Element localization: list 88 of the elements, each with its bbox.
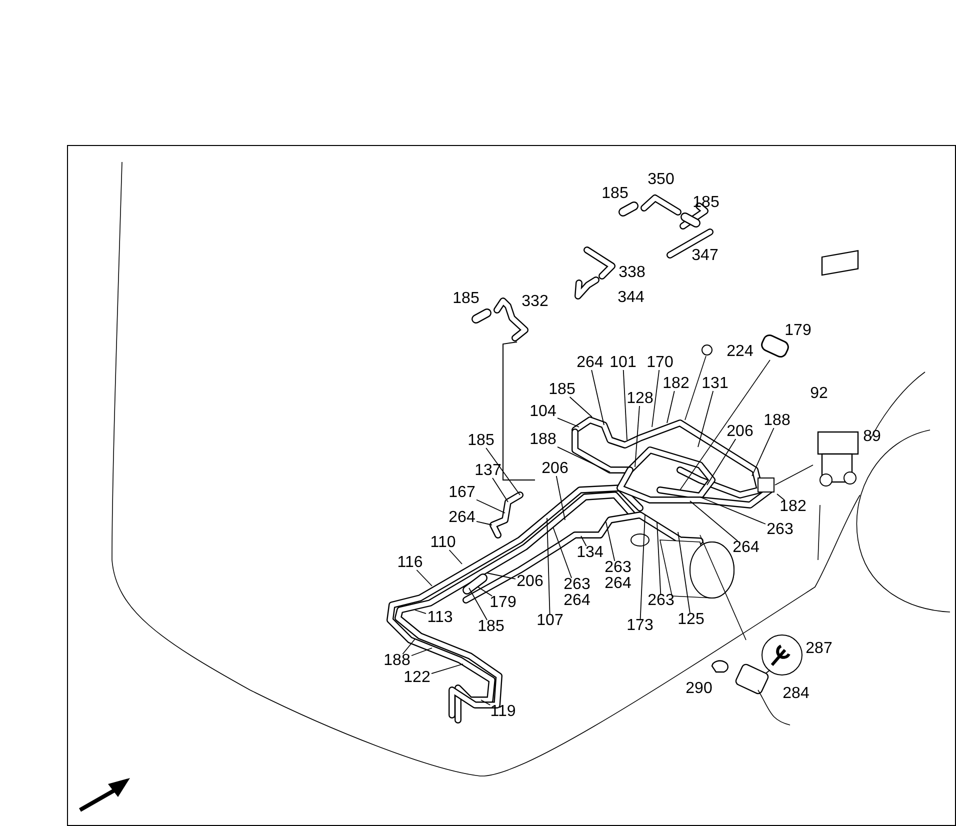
callout-number: 119 [490, 704, 516, 720]
callout-number: 107 [536, 613, 564, 629]
callout-number: 264 [576, 355, 604, 371]
leader-line [552, 526, 572, 578]
leader-line [652, 370, 660, 428]
leader-line [486, 448, 520, 496]
callout-number: 284 [782, 686, 810, 702]
callout-number: 188 [764, 413, 790, 429]
leader-line [556, 476, 566, 520]
callout-number: 101 [610, 355, 636, 371]
callout-number: 182 [780, 499, 806, 515]
leader-line [634, 406, 640, 468]
callout-number: 263 [766, 522, 794, 538]
callout-number: 344 [618, 290, 644, 306]
callout-number: 167 [448, 485, 476, 501]
callout-number: 185 [452, 291, 480, 307]
leader-line [606, 522, 616, 562]
callout-number: 206 [516, 574, 544, 590]
callout-number: 264 [732, 540, 760, 556]
callout-number: 206 [726, 424, 754, 440]
callout-number: 290 [686, 681, 712, 697]
callout-number: 338 [618, 265, 646, 281]
callout-number: 179 [490, 595, 516, 611]
callout-number: 264 [604, 576, 632, 592]
callout-number: 206 [542, 461, 568, 477]
callout-number: 332 [522, 294, 548, 310]
callout-number: 128 [626, 391, 654, 407]
callout-number: 185 [478, 619, 504, 635]
leader-line [476, 499, 506, 514]
callout-number: 134 [576, 545, 604, 561]
callout-number: 264 [448, 510, 476, 526]
callout-number: 263 [604, 560, 632, 576]
callout-number: 185 [602, 186, 628, 202]
leader-line [557, 418, 580, 428]
leader-line [666, 390, 675, 424]
callout-number: 173 [626, 618, 654, 634]
leader-line [416, 570, 432, 586]
callout-number: 185 [468, 433, 494, 449]
leader-line [492, 478, 508, 502]
callout-number: 287 [806, 641, 832, 657]
leader-line [402, 638, 416, 654]
callout-number: 263 [648, 593, 674, 609]
leader-line [698, 390, 714, 448]
callout-number: 185 [692, 195, 720, 211]
callout-number: 137 [474, 463, 502, 479]
callout-number: 347 [692, 248, 718, 264]
leader-line [622, 370, 628, 440]
leader-line [411, 648, 432, 656]
callout-number: 89 [863, 429, 881, 445]
callout-number: 131 [702, 376, 728, 392]
leader-line [478, 586, 493, 596]
leader-line [706, 438, 736, 486]
leader-line [557, 446, 610, 472]
leader-line [431, 664, 464, 674]
leader-line [690, 500, 738, 542]
callout-number: 185 [548, 382, 576, 398]
callout-number: 104 [530, 404, 556, 420]
leader-line [468, 588, 488, 620]
leader-line [414, 610, 426, 614]
callout-number: 92 [810, 386, 828, 402]
leader-line [752, 428, 774, 476]
callout-number: 125 [678, 612, 704, 628]
leader-line [546, 518, 550, 614]
callout-number: 179 [784, 323, 812, 339]
callout-number: 188 [530, 432, 556, 448]
callout-number: 116 [397, 555, 423, 571]
callout-number: 224 [726, 344, 754, 360]
callout-number: 182 [662, 376, 690, 392]
leader-line [591, 370, 604, 426]
leader-line [476, 520, 492, 526]
leader-line [678, 532, 690, 614]
callout-number: 110 [430, 535, 456, 551]
leader-line [448, 550, 462, 564]
leader-line [480, 700, 491, 706]
leader-line [486, 572, 516, 580]
leader-line [700, 496, 766, 524]
callout-number: 113 [427, 610, 453, 626]
leader-line [569, 396, 592, 418]
leader-line [580, 536, 587, 546]
leader-line [640, 514, 646, 620]
callout-number: 264 [564, 593, 590, 609]
leader-line [656, 522, 662, 594]
callout-number: 122 [404, 670, 430, 686]
callout-number: 263 [564, 577, 590, 593]
callout-number: 350 [648, 172, 674, 188]
callout-number: 188 [384, 653, 410, 669]
leader-line [776, 494, 785, 500]
callout-number: 170 [646, 355, 674, 371]
